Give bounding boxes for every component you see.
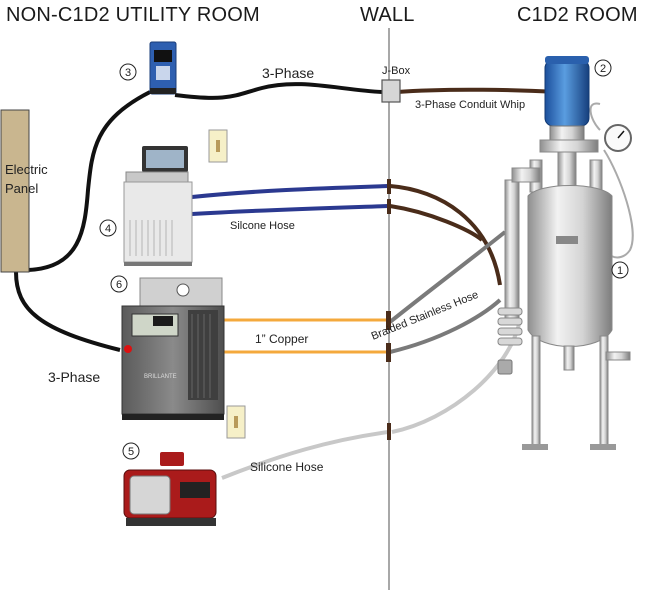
conduit-whip xyxy=(396,87,557,94)
callout-5: 5 xyxy=(122,442,140,460)
vacuum-pump xyxy=(123,452,217,526)
callout-6-text: 6 xyxy=(116,279,122,291)
callout-4-text: 4 xyxy=(105,223,111,235)
chiller-hose-supply xyxy=(191,184,389,199)
silicone-hose-pump-label: Silicone Hose xyxy=(250,460,324,474)
wall-penetration-5 xyxy=(387,423,391,440)
braided-hose-2 xyxy=(389,298,502,354)
utility-room-header: NON-C1D2 UTILITY ROOM xyxy=(6,4,260,26)
callout-3-text: 3 xyxy=(125,67,131,79)
panel-to-tcu-cable xyxy=(14,271,121,352)
temperature-control-unit xyxy=(121,277,225,420)
electric-panel xyxy=(0,109,30,273)
wall-penetration-3 xyxy=(386,311,391,330)
callout-5-text: 5 xyxy=(128,446,134,458)
wall-header: WALL xyxy=(360,4,415,26)
callout-6: 6 xyxy=(110,275,128,293)
callout-3: 3 xyxy=(119,63,137,81)
copper-label: 1” Copper xyxy=(255,332,308,346)
conduit-whip-label: 3-Phase Conduit Whip xyxy=(415,99,525,111)
panel-label-line2: Panel xyxy=(5,181,38,196)
vacuum-hose-c1d2 xyxy=(391,319,522,434)
vacuum-hose xyxy=(221,430,389,480)
light-switch-1 xyxy=(208,129,228,163)
light-switch-2 xyxy=(226,405,246,439)
callout-1: 1 xyxy=(611,261,629,279)
chiller-line-c1d2-2 xyxy=(389,204,484,242)
reactor-vessel xyxy=(497,56,634,450)
c1d2-room-header: C1D2 ROOM xyxy=(517,4,638,26)
callout-1-text: 1 xyxy=(617,265,623,277)
wall-penetration-1 xyxy=(387,179,391,194)
panel-label-line1: Electric xyxy=(5,162,48,177)
silicone-hose-chiller-label: Silcone Hose xyxy=(230,220,295,232)
jbox-label: J-Box xyxy=(382,65,411,77)
tcu-brand: BRILLANTE xyxy=(144,374,177,380)
panel-to-vfd-cable xyxy=(27,90,151,272)
vfd-to-jbox-cable xyxy=(174,82,383,100)
wall-penetration-4 xyxy=(386,343,391,362)
jbox xyxy=(381,79,401,103)
three-phase-label-top: 3-Phase xyxy=(262,65,314,81)
wall-penetration-2 xyxy=(387,199,391,214)
chiller-hose-return xyxy=(191,204,389,216)
callout-2-text: 2 xyxy=(600,63,606,75)
chiller-line-c1d2-1 xyxy=(389,184,502,286)
callout-2: 2 xyxy=(594,59,612,77)
braided-hose-1 xyxy=(388,230,507,324)
callout-4: 4 xyxy=(99,219,117,237)
three-phase-label-bottom: 3-Phase xyxy=(48,369,100,385)
vfd-drive xyxy=(149,41,177,95)
chiller-unit xyxy=(123,146,193,266)
